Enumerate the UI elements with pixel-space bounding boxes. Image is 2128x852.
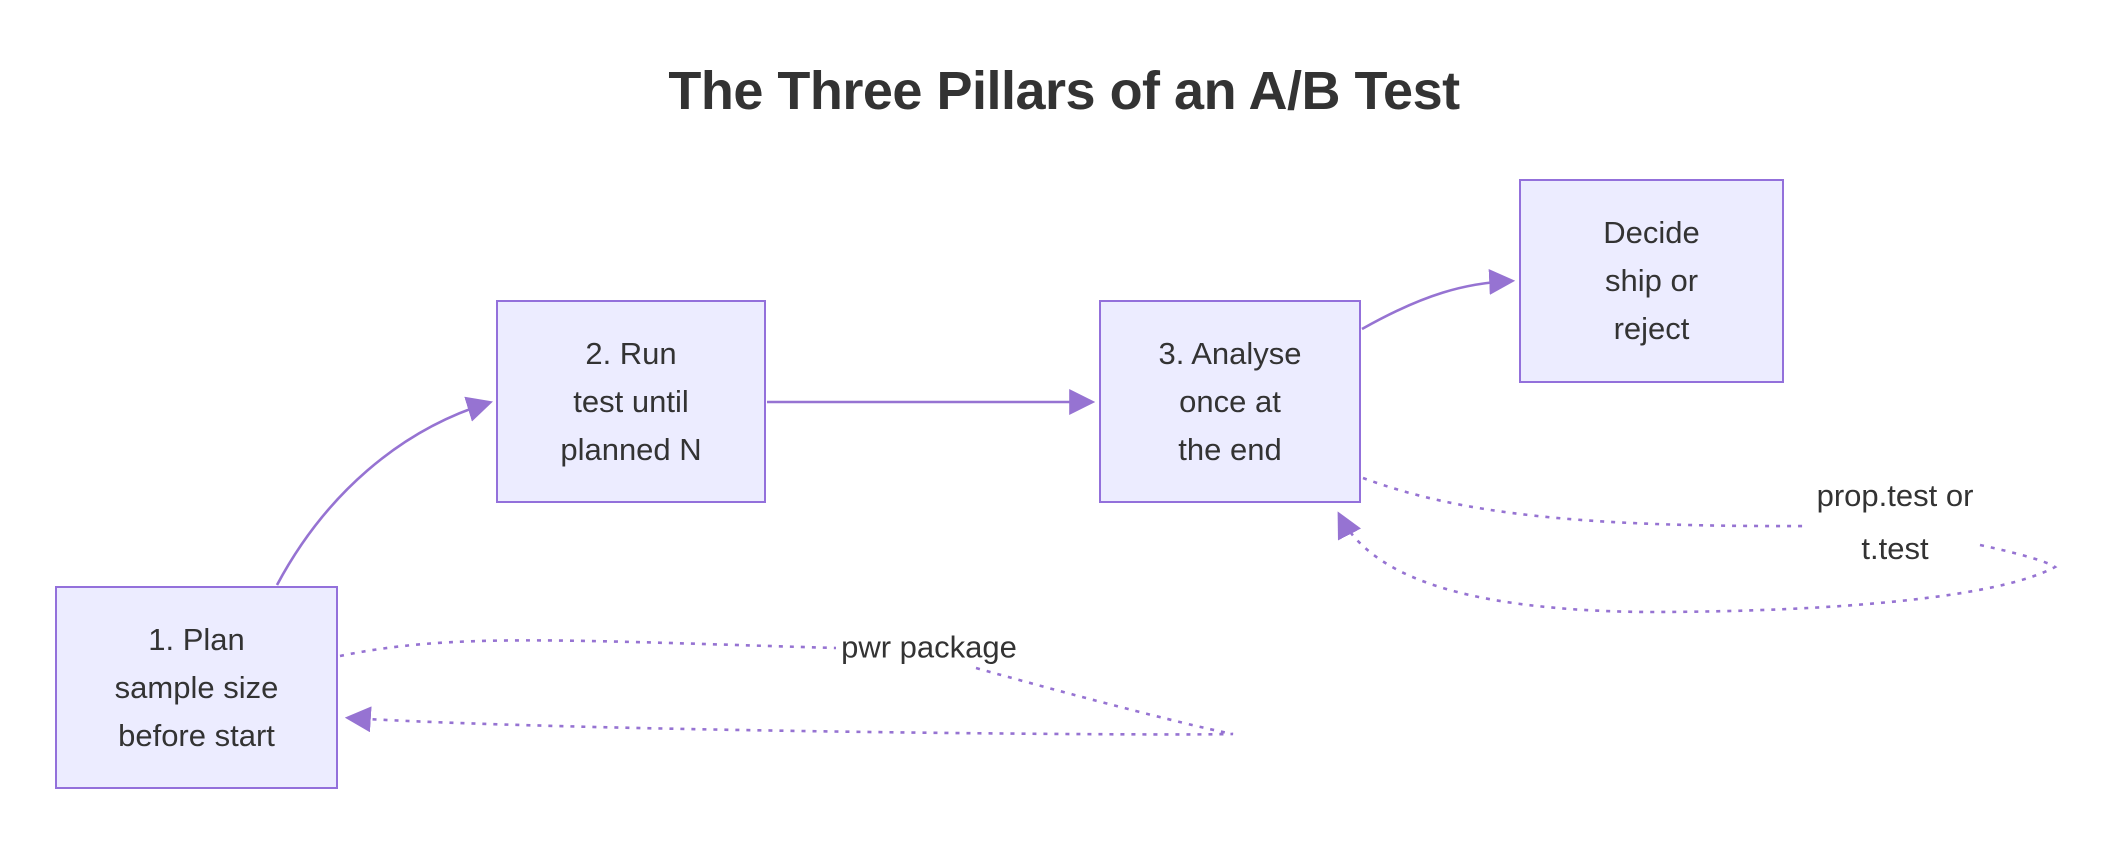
node-analyse-once: 3. Analyse once at the end <box>1099 300 1361 503</box>
edge-label-prop-line-1: prop.test or <box>1816 478 1974 513</box>
edge-label-prop-test: prop.test or t.test <box>1817 469 1974 575</box>
node-analyse-line-3: the end <box>1178 431 1282 467</box>
node-analyse-line-2: once at <box>1179 383 1281 419</box>
node-decide-line-1: Decide <box>1603 215 1700 250</box>
edge-label-pwr-line-1: pwr package <box>841 629 1017 665</box>
node-plan-line-2: sample size <box>114 669 279 705</box>
edge-label-prop-line-2: t.test <box>1861 531 1929 566</box>
edge-plan-to-run <box>275 396 493 586</box>
node-run-line-3: planned N <box>560 431 702 467</box>
edge-plan-to-pwr-label <box>339 639 837 658</box>
edge-analyse-to-proptest-label <box>1362 476 1807 528</box>
node-run-test: 2. Run test until planned N <box>496 300 766 503</box>
edge-pwr-label-to-plan <box>344 666 1234 736</box>
node-plan-sample-size: 1. Plan sample size before start <box>55 586 338 789</box>
node-decide-line-2: ship or <box>1604 263 1699 298</box>
node-plan-line-3: before start <box>118 717 275 753</box>
diagram-title: The Three Pillars of an A/B Test <box>668 61 1460 121</box>
node-decide-line-3: reject <box>1613 311 1690 346</box>
edge-label-pwr-package: pwr package <box>841 621 1017 674</box>
node-run-line-1: 2. Run <box>585 335 677 371</box>
node-run-line-2: test until <box>573 383 689 419</box>
node-plan-line-1: 1. Plan <box>148 621 245 657</box>
edge-analyse-to-decide <box>1361 268 1516 331</box>
node-analyse-line-1: 3. Analyse <box>1158 335 1302 371</box>
node-decide-ship-or-reject: Decide ship or reject <box>1519 179 1784 383</box>
